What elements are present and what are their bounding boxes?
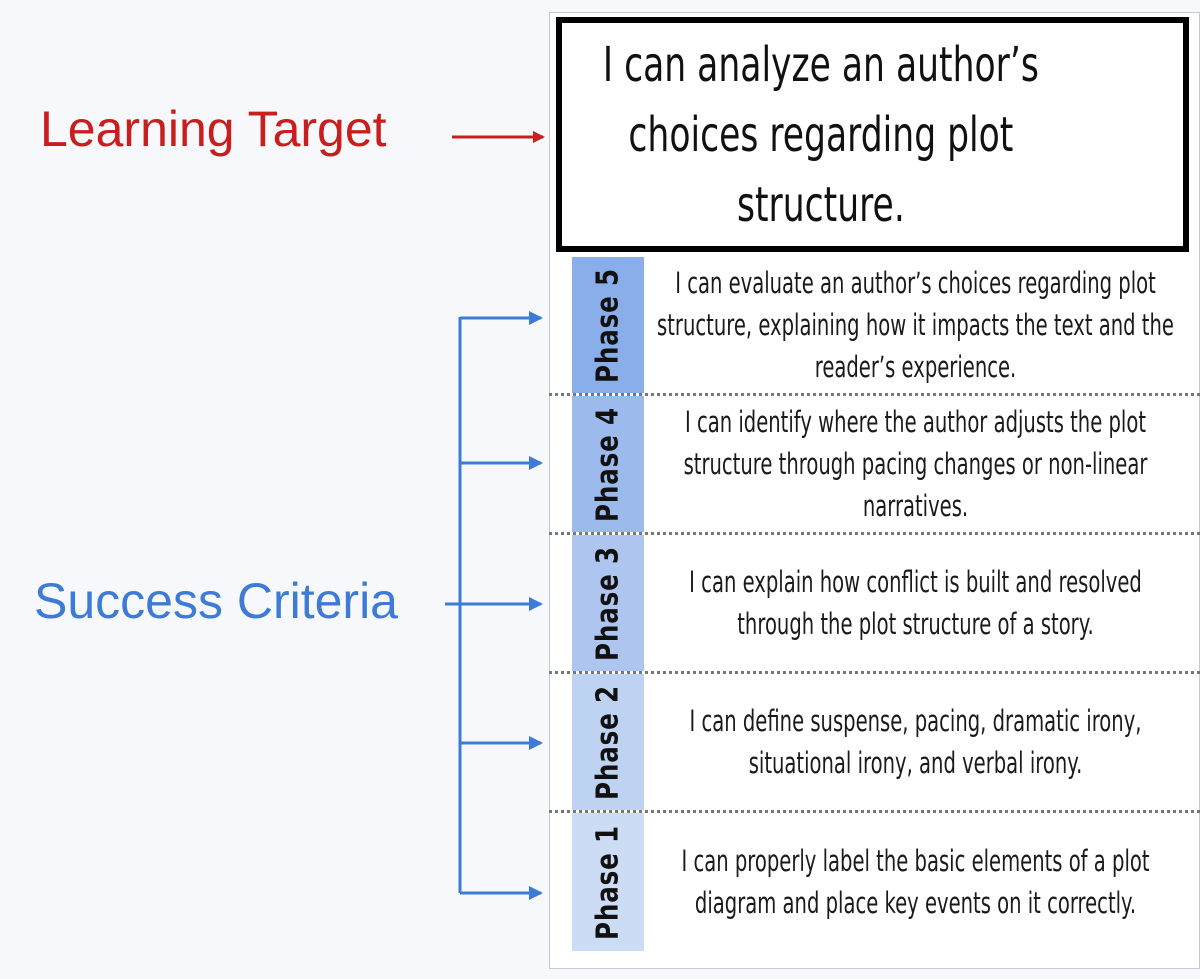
learning-target-label: Learning Target [40, 101, 387, 157]
phase-divider [549, 671, 1200, 674]
phase-tab-1: Phase 1 [572, 813, 644, 951]
phase-row-5: Phase 5 I can evaluate an author’s choic… [549, 257, 1200, 393]
learning-target-statement: I can analyze an author’s choices regard… [603, 36, 1040, 233]
phase-tab-3: Phase 3 [572, 535, 644, 671]
phase-description-1: I can properly label the basic elements … [681, 844, 1150, 920]
phase-row-4: Phase 4 I can identify where the author … [549, 396, 1200, 532]
phase-tab-2: Phase 2 [572, 674, 644, 810]
phase-description-5: I can evaluate an author’s choices regar… [657, 266, 1174, 384]
phase-row-1: Phase 1 I can properly label the basic e… [549, 813, 1200, 951]
phase-description-4: I can identify where the author adjusts … [683, 405, 1148, 523]
phase-divider [549, 393, 1200, 396]
phase-tab-5: Phase 5 [572, 257, 644, 393]
learning-target-box: I can analyze an author’s choices regard… [556, 17, 1189, 252]
success-criteria-label: Success Criteria [34, 573, 398, 629]
phase-row-3: Phase 3 I can explain how conflict is bu… [549, 535, 1200, 671]
phase-description-3: I can explain how conflict is built and … [689, 565, 1142, 641]
phase-label-2: Phase 2 [590, 684, 626, 800]
phase-tab-4: Phase 4 [572, 396, 644, 532]
phase-divider [549, 532, 1200, 535]
phase-label-5: Phase 5 [590, 267, 626, 383]
phase-divider [549, 810, 1200, 813]
phase-row-2: Phase 2 I can define suspense, pacing, d… [549, 674, 1200, 810]
phase-label-3: Phase 3 [590, 545, 626, 661]
phase-label-4: Phase 4 [590, 406, 626, 522]
phase-description-2: I can define suspense, pacing, dramatic … [689, 704, 1142, 780]
phase-label-1: Phase 1 [590, 824, 626, 940]
